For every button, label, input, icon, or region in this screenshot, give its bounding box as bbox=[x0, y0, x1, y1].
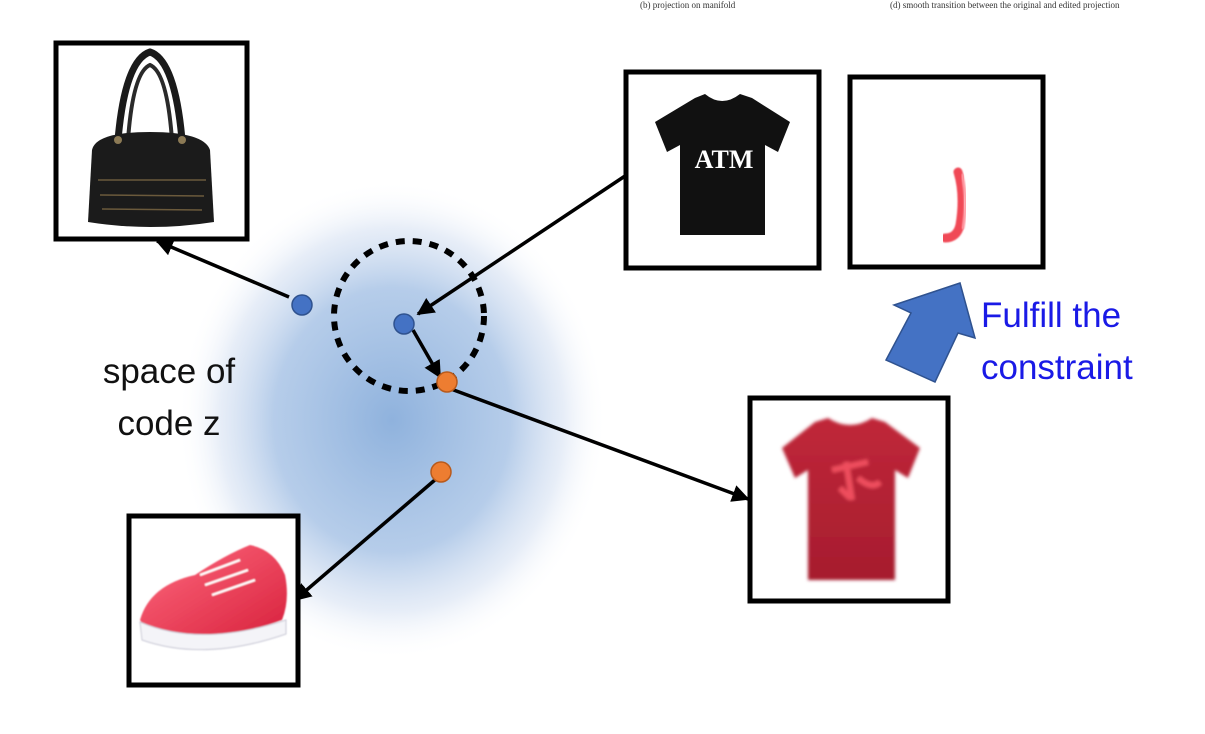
arrow-to-handbag bbox=[155, 239, 290, 299]
arrow-to-edited-tshirt bbox=[450, 387, 750, 502]
sneaker-image bbox=[126, 513, 301, 688]
fulfill-constraint-label: Fulfill the constraint bbox=[981, 290, 1201, 394]
edited-tshirt-image bbox=[747, 395, 951, 604]
point-original-code bbox=[393, 313, 415, 335]
caption-projection: (b) projection on manifold bbox=[640, 0, 736, 10]
space-of-code-label: space of code z bbox=[84, 346, 254, 450]
constraint-label-line-2: constraint bbox=[981, 348, 1133, 387]
caption-transition: (d) smooth transition between the origin… bbox=[890, 0, 1120, 10]
arrow-to-sneaker bbox=[293, 477, 438, 602]
original-tshirt-image: ATM bbox=[623, 69, 822, 271]
arrow-to-edited-point bbox=[411, 329, 442, 379]
point-handbag-code bbox=[291, 294, 313, 316]
handbag-image bbox=[53, 40, 250, 242]
constraint-label-line-1: Fulfill the bbox=[981, 296, 1122, 335]
constraint-sketch-image bbox=[847, 74, 1046, 270]
point-edited-code bbox=[436, 371, 458, 393]
atm-logo: ATM bbox=[695, 145, 754, 174]
space-label-line-2: code z bbox=[117, 404, 221, 443]
space-label-line-1: space of bbox=[102, 352, 236, 391]
arrow-from-tshirt bbox=[416, 170, 632, 316]
fulfill-constraint-arrow-icon bbox=[884, 282, 977, 383]
point-sneaker-code bbox=[430, 461, 452, 483]
neighborhood-circle bbox=[331, 238, 487, 394]
